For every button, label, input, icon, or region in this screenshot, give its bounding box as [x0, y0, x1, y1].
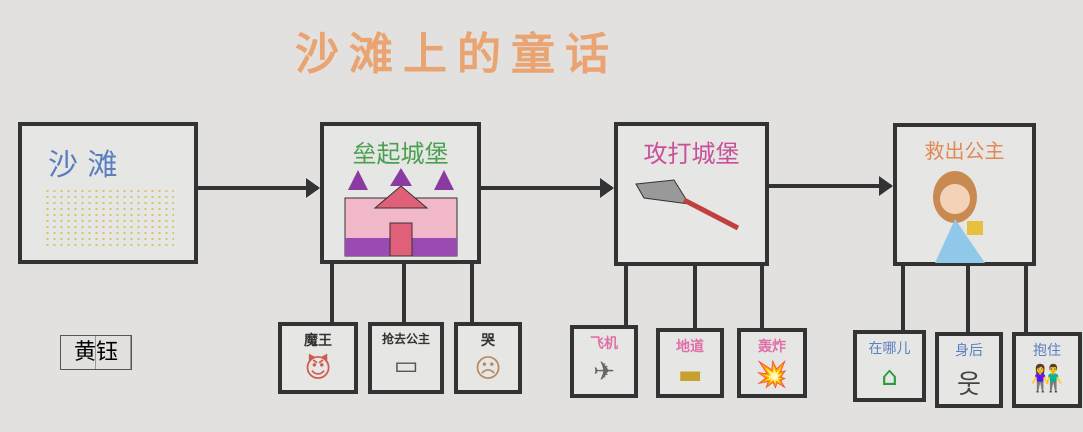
- step-label: 救出公主: [924, 139, 1005, 163]
- stick-figures-icon: 웃: [957, 370, 981, 400]
- detail-hug: 抱住 👫: [1012, 332, 1082, 408]
- step-label: 攻打城堡: [643, 140, 740, 168]
- tunnel-icon: ▬: [677, 360, 703, 390]
- detail-label: 抢去公主: [381, 332, 430, 346]
- page-title: 沙滩上的童话: [295, 29, 619, 80]
- arrow-right: [481, 178, 614, 198]
- connector: [760, 266, 764, 330]
- devil-mask-icon: 😈: [304, 354, 332, 384]
- detail-behind: 身后 웃: [935, 332, 1003, 408]
- cannon-icon: ▭: [393, 351, 419, 381]
- sand-dots-icon: [44, 188, 174, 248]
- detail-princess-taken: 抢去公主 ▭: [368, 322, 444, 394]
- signature: 黄钰: [60, 335, 132, 370]
- detail-label: 哭: [481, 333, 495, 349]
- step-label: 垒起城堡: [352, 140, 449, 168]
- detail-label: 身后: [955, 343, 983, 359]
- house-icon: ⌂: [881, 362, 898, 392]
- detail-demon-king: 魔王 😈: [278, 322, 358, 394]
- step-label: 沙 滩: [48, 148, 118, 183]
- explosion-icon: 💥: [755, 360, 789, 390]
- connector: [966, 266, 970, 334]
- detail-label: 抱住: [1033, 343, 1061, 359]
- arrow-right: [769, 176, 893, 196]
- hug-icon: 👫: [1030, 364, 1064, 394]
- connector: [330, 264, 334, 324]
- step-attack-castle: 攻打城堡: [614, 122, 769, 266]
- connector: [470, 264, 474, 324]
- detail-bombing: 轰炸 💥: [737, 328, 807, 398]
- connector: [901, 266, 905, 332]
- detail-airplane: 飞机 ✈: [570, 325, 638, 398]
- detail-label: 魔王: [304, 333, 332, 349]
- connector: [402, 264, 406, 324]
- detail-label: 地道: [676, 339, 704, 355]
- step-build-castle: 垒起城堡: [320, 122, 481, 264]
- detail-label: 飞机: [590, 336, 618, 352]
- knife-icon: [635, 179, 740, 231]
- step-rescue-princess: 救出公主: [893, 123, 1036, 266]
- detail-where: 在哪儿 ⌂: [853, 330, 926, 402]
- connector: [693, 266, 697, 330]
- arrow-right: [198, 178, 320, 198]
- connector: [1024, 266, 1028, 334]
- princess-icon: [933, 171, 985, 263]
- crying-face-icon: ☹: [474, 354, 502, 384]
- detail-label: 在哪儿: [868, 341, 911, 357]
- detail-label: 轰炸: [758, 339, 786, 355]
- connector: [624, 266, 628, 328]
- detail-cry: 哭 ☹: [454, 322, 522, 394]
- airplane-icon: ✈: [593, 357, 615, 387]
- castle-icon: [344, 168, 458, 257]
- detail-tunnel: 地道 ▬: [656, 328, 724, 398]
- step-beach: 沙 滩: [18, 122, 198, 264]
